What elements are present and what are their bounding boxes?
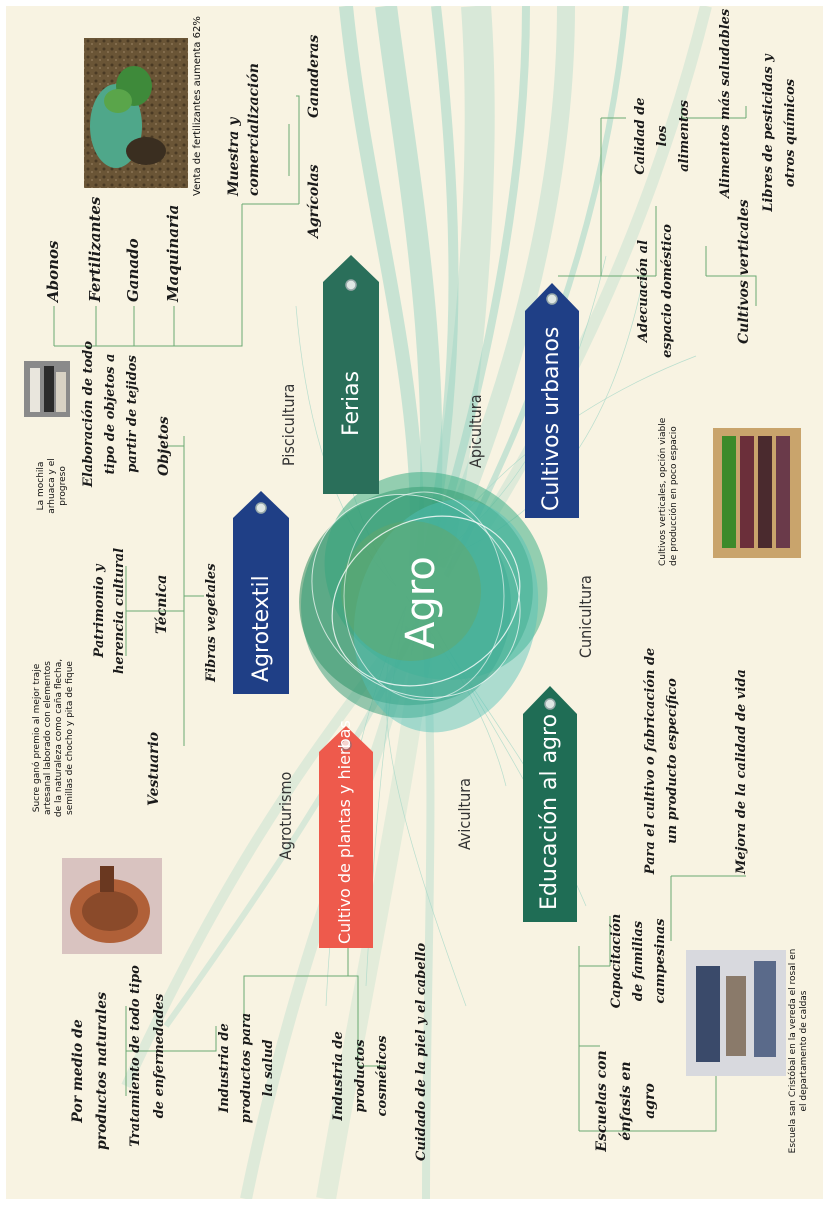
topic-apicultura: Apicultura [466, 394, 485, 468]
photo-cultivos-verticales [713, 428, 801, 558]
ferias-muestra: Muestra y comercialización [226, 63, 262, 196]
branch-educacion-label: Educación al agro [537, 713, 562, 910]
connector-layer [24, 6, 801, 1199]
agrotextil-elaboracion: Elaboración de todo tipo de objetos a pa… [81, 340, 140, 488]
topic-agroturismo: Agroturismo [276, 771, 295, 860]
agrotextil-vestuario: Vestuario [146, 731, 162, 806]
urbanos-adecuacion: Adecuación al espacio doméstico [636, 224, 675, 358]
tag-agrotextil[interactable] [233, 491, 289, 694]
educacion-escuelas: Escuelas con énfasis en agro [594, 1050, 658, 1152]
branch-urbanos-label: Cultivos urbanos [539, 326, 564, 511]
ferias-agricolas: Agrícolas [306, 164, 322, 238]
educacion-para-cultivo: Para el cultivo o fabricación de un prod… [643, 647, 680, 875]
ferias-ganado: Ganado [124, 238, 142, 302]
cultivo-industria-cosmeticos: Industria de productos cosméticos [331, 1031, 390, 1121]
agrotextil-objetos: Objetos [156, 416, 172, 476]
photo-mochila [24, 361, 70, 417]
center-label: Agro [398, 556, 444, 649]
ferias-abonos: Abonos [44, 240, 62, 303]
connector-lines [53, 95, 757, 1132]
caption-mochila: La mochila arhuaca y el progreso [36, 458, 68, 514]
educacion-mejora: Mejora de la calidad de vida [734, 669, 749, 874]
ferias-maquinaria: Maquinaria [164, 204, 182, 302]
agrotextil-tecnica: Técnica [154, 574, 170, 634]
topic-piscicultura: Piscicultura [279, 383, 298, 466]
cultivo-naturales: Por medio de productos naturales [70, 992, 110, 1151]
cultivo-industria-salud: Industria de productos para la salud [217, 1012, 276, 1124]
center-blob [299, 472, 548, 733]
ferias-ganaderas: Ganaderas [306, 34, 322, 118]
urbanos-libres: Libres de pesticidas y otros químicos [761, 54, 798, 212]
cultivo-cuidado: Cuidado de la piel y el cabello [414, 942, 429, 1161]
mindmap-paper: Agro Ferias Agrotextil Cultivo de planta… [6, 6, 823, 1199]
tag-educacion[interactable] [523, 686, 577, 922]
branch-ferias-label: Ferias [339, 370, 364, 436]
topic-cunicultura: Cunicultura [576, 575, 595, 658]
photo-escuela [686, 950, 786, 1076]
agrotextil-fibras: Fibras vegetales [204, 563, 219, 682]
caption-sucre: Sucre ganó premio al mejor traje artesan… [32, 658, 75, 818]
agrotextil-patrimonio: Patrimonio y herencia cultural [92, 547, 127, 675]
tag-cultivos-urbanos[interactable] [525, 283, 579, 518]
tag-cultivo[interactable] [319, 726, 373, 948]
tag-ferias[interactable] [323, 255, 379, 494]
photo-fertilizer [84, 38, 188, 188]
urbanos-cultivos-verticales: Cultivos verticales [736, 199, 752, 344]
educacion-capacitacion: Capacitación de familias campesinas [609, 913, 668, 1009]
caption-verticales: Cultivos verticales, opción viable de pr… [658, 417, 679, 566]
branch-agrotextil-label: Agrotextil [249, 575, 274, 682]
caption-escuela: Escuela san Cristóbal en la vereda el ro… [788, 948, 809, 1154]
topic-avicultura: Avicultura [455, 778, 474, 850]
ferias-fertilizantes: Fertilizantes [86, 196, 104, 302]
urbanos-calidad: Calidad de los alimentos [633, 97, 692, 175]
caption-fertilizantes: Venta de fertilizantes aumenta 62% [192, 16, 203, 196]
urbanos-saludables: Alimentos más saludables [718, 8, 733, 198]
cultivo-tratamiento: Tratamiento de todo tipo de enfermedades [128, 965, 167, 1147]
branch-cultivo-label: Cultivo de plantas y hierbas [335, 720, 354, 944]
photo-traje [62, 858, 162, 954]
